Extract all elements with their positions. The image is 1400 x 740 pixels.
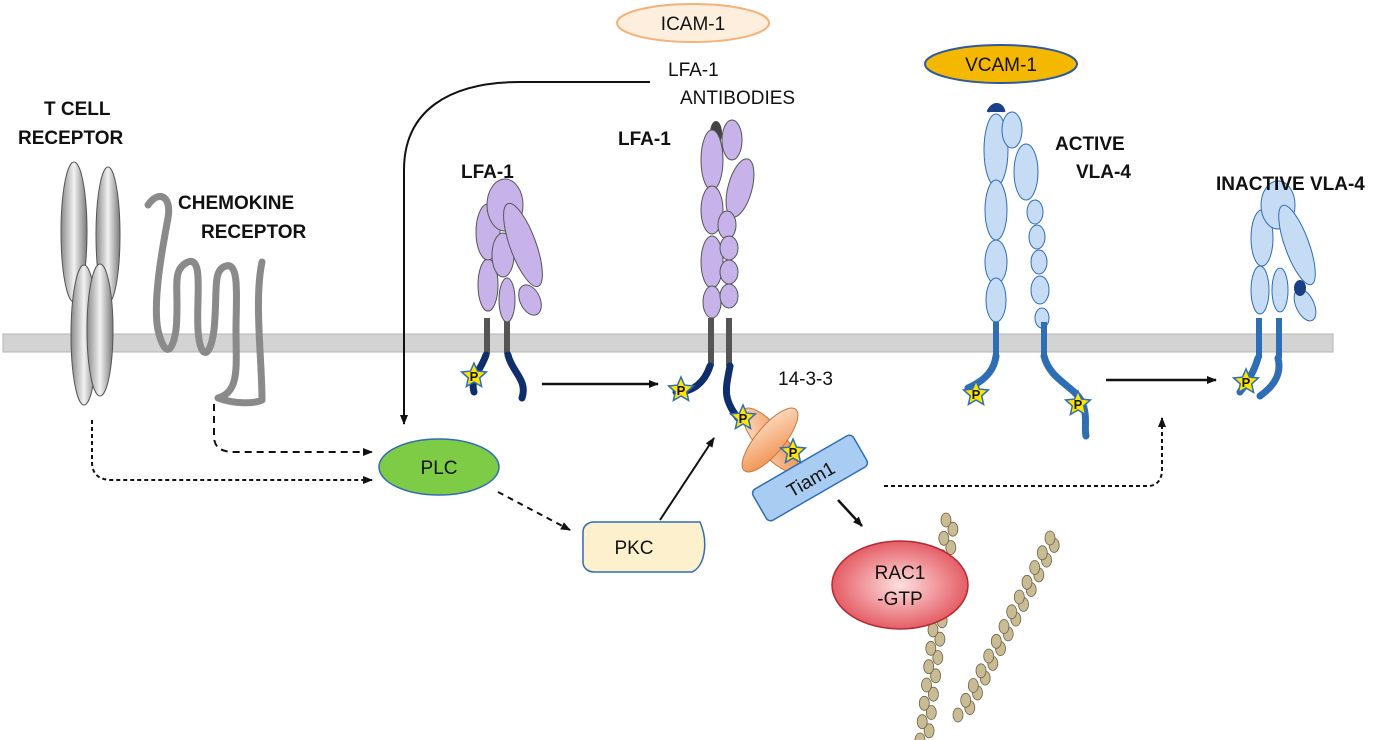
actin-bead-1-12	[934, 631, 946, 647]
actin-bead-2-15	[1006, 604, 1018, 620]
actin-bead-2-23	[1036, 545, 1048, 561]
plc-label: PLC	[421, 458, 458, 479]
active-vla4-label-line2: VLA-4	[1076, 162, 1131, 183]
plc-node: PLC	[378, 438, 500, 496]
rac1-label-line1: RAC1	[875, 563, 926, 584]
arrow-tiam1-to-vla4	[884, 417, 1166, 487]
phospho-star-3	[728, 403, 758, 431]
rac1-label-line2: -GTP	[877, 589, 922, 610]
arrow-pkc-to-lfa1	[659, 437, 715, 521]
protein-14-3-3-shape	[741, 407, 799, 473]
actin-bead-2-19	[1021, 574, 1033, 590]
actin-bead-2-1	[952, 707, 964, 723]
phospho-star-1	[459, 361, 489, 389]
actin-bead-1-22	[945, 540, 957, 555]
phospho-label-7: P	[1242, 375, 1251, 390]
cell-membrane	[2, 333, 1334, 353]
actin-bead-1-8	[930, 668, 941, 684]
antibodies-label-line1: LFA-1	[668, 60, 719, 81]
pkc-node: PKC	[582, 521, 706, 573]
phospho-star-2	[666, 375, 696, 403]
icam1-label: ICAM-1	[661, 14, 725, 35]
actin-bead-1-11	[925, 640, 937, 656]
phospho-label-3: P	[739, 411, 748, 426]
vcam1-label: VCAM-1	[965, 55, 1037, 76]
chemokine-receptor	[144, 193, 266, 407]
actin-bead-1-25	[940, 512, 952, 528]
phospho-star-5	[961, 379, 991, 407]
arrow-tiam1-to-rac1	[837, 499, 863, 527]
phospho-star-4	[778, 437, 808, 465]
actin-bead-1-23	[938, 530, 950, 546]
chemokine-label-line2: RECEPTOR	[201, 222, 307, 243]
antibodies-label-line2: ANTIBODIES	[680, 88, 795, 109]
actin-bead-2-11	[990, 633, 1002, 649]
actin-bead-2-5	[967, 678, 979, 693]
protein-14-3-3-label: 14-3-3	[778, 369, 833, 390]
actin-bead-1-2	[923, 723, 935, 739]
actin-bead-1-3	[916, 714, 928, 730]
arrow-tcr-to-plc	[91, 420, 373, 484]
actin-bead-2-17	[1013, 589, 1025, 605]
tcr-label-line1: T CELL	[44, 99, 111, 120]
arrow-plc-to-pkc	[497, 491, 571, 531]
actin-bead-2-25	[1044, 530, 1056, 546]
signaling-arrows	[91, 81, 1217, 531]
lfa1-inactive-label: LFA-1	[461, 162, 514, 183]
active-vla4-label-line1: ACTIVE	[1055, 134, 1125, 155]
phospho-label-1: P	[470, 369, 479, 384]
t-cell-receptor	[60, 161, 121, 406]
pkc-label: PKC	[614, 538, 653, 559]
actin-bead-1-5	[918, 695, 930, 711]
phospho-label-5: P	[972, 387, 981, 402]
actin-bead-2-9	[983, 648, 995, 664]
lfa1-active-label: LFA-1	[618, 129, 671, 150]
lfa1-active	[672, 119, 755, 422]
rac1-gtp-node: RAC1 -GTP	[831, 540, 969, 630]
actin-bead-2-3	[960, 692, 972, 708]
arrow-chemokine-to-plc	[213, 404, 373, 456]
actin-bead-1-24	[947, 521, 959, 537]
actin-bead-2-13	[998, 619, 1010, 634]
phospho-label-2: P	[677, 383, 686, 398]
phosphorylation-marks: P P P P P P P	[459, 361, 1261, 465]
lfa1-inactive	[469, 178, 543, 402]
actin-bead-2-7	[975, 663, 987, 679]
arrow-antibodies-to-plc	[400, 81, 650, 425]
phospho-label-6: P	[1074, 397, 1083, 412]
vla4-inactive	[1236, 180, 1317, 400]
actin-bead-1-10	[932, 650, 944, 665]
vcam1: VCAM-1	[924, 44, 1078, 84]
phospho-star-6	[1063, 389, 1093, 417]
actin-bead-1-6	[928, 686, 939, 702]
phospho-label-4: P	[789, 445, 798, 460]
chemokine-label-line1: CHEMOKINE	[178, 193, 294, 214]
phospho-star-7	[1231, 367, 1261, 395]
actin-bead-2-21	[1029, 560, 1041, 575]
actin-bead-1-9	[923, 659, 935, 675]
icam1: ICAM-1	[616, 3, 770, 43]
inactive-vla4-label: INACTIVE VLA-4	[1216, 174, 1365, 195]
actin-bead-1-1	[914, 732, 926, 740]
actin-bead-1-7	[921, 677, 932, 693]
tcr-label-line2: RECEPTOR	[18, 128, 124, 149]
actin-bead-1-4	[925, 705, 937, 720]
